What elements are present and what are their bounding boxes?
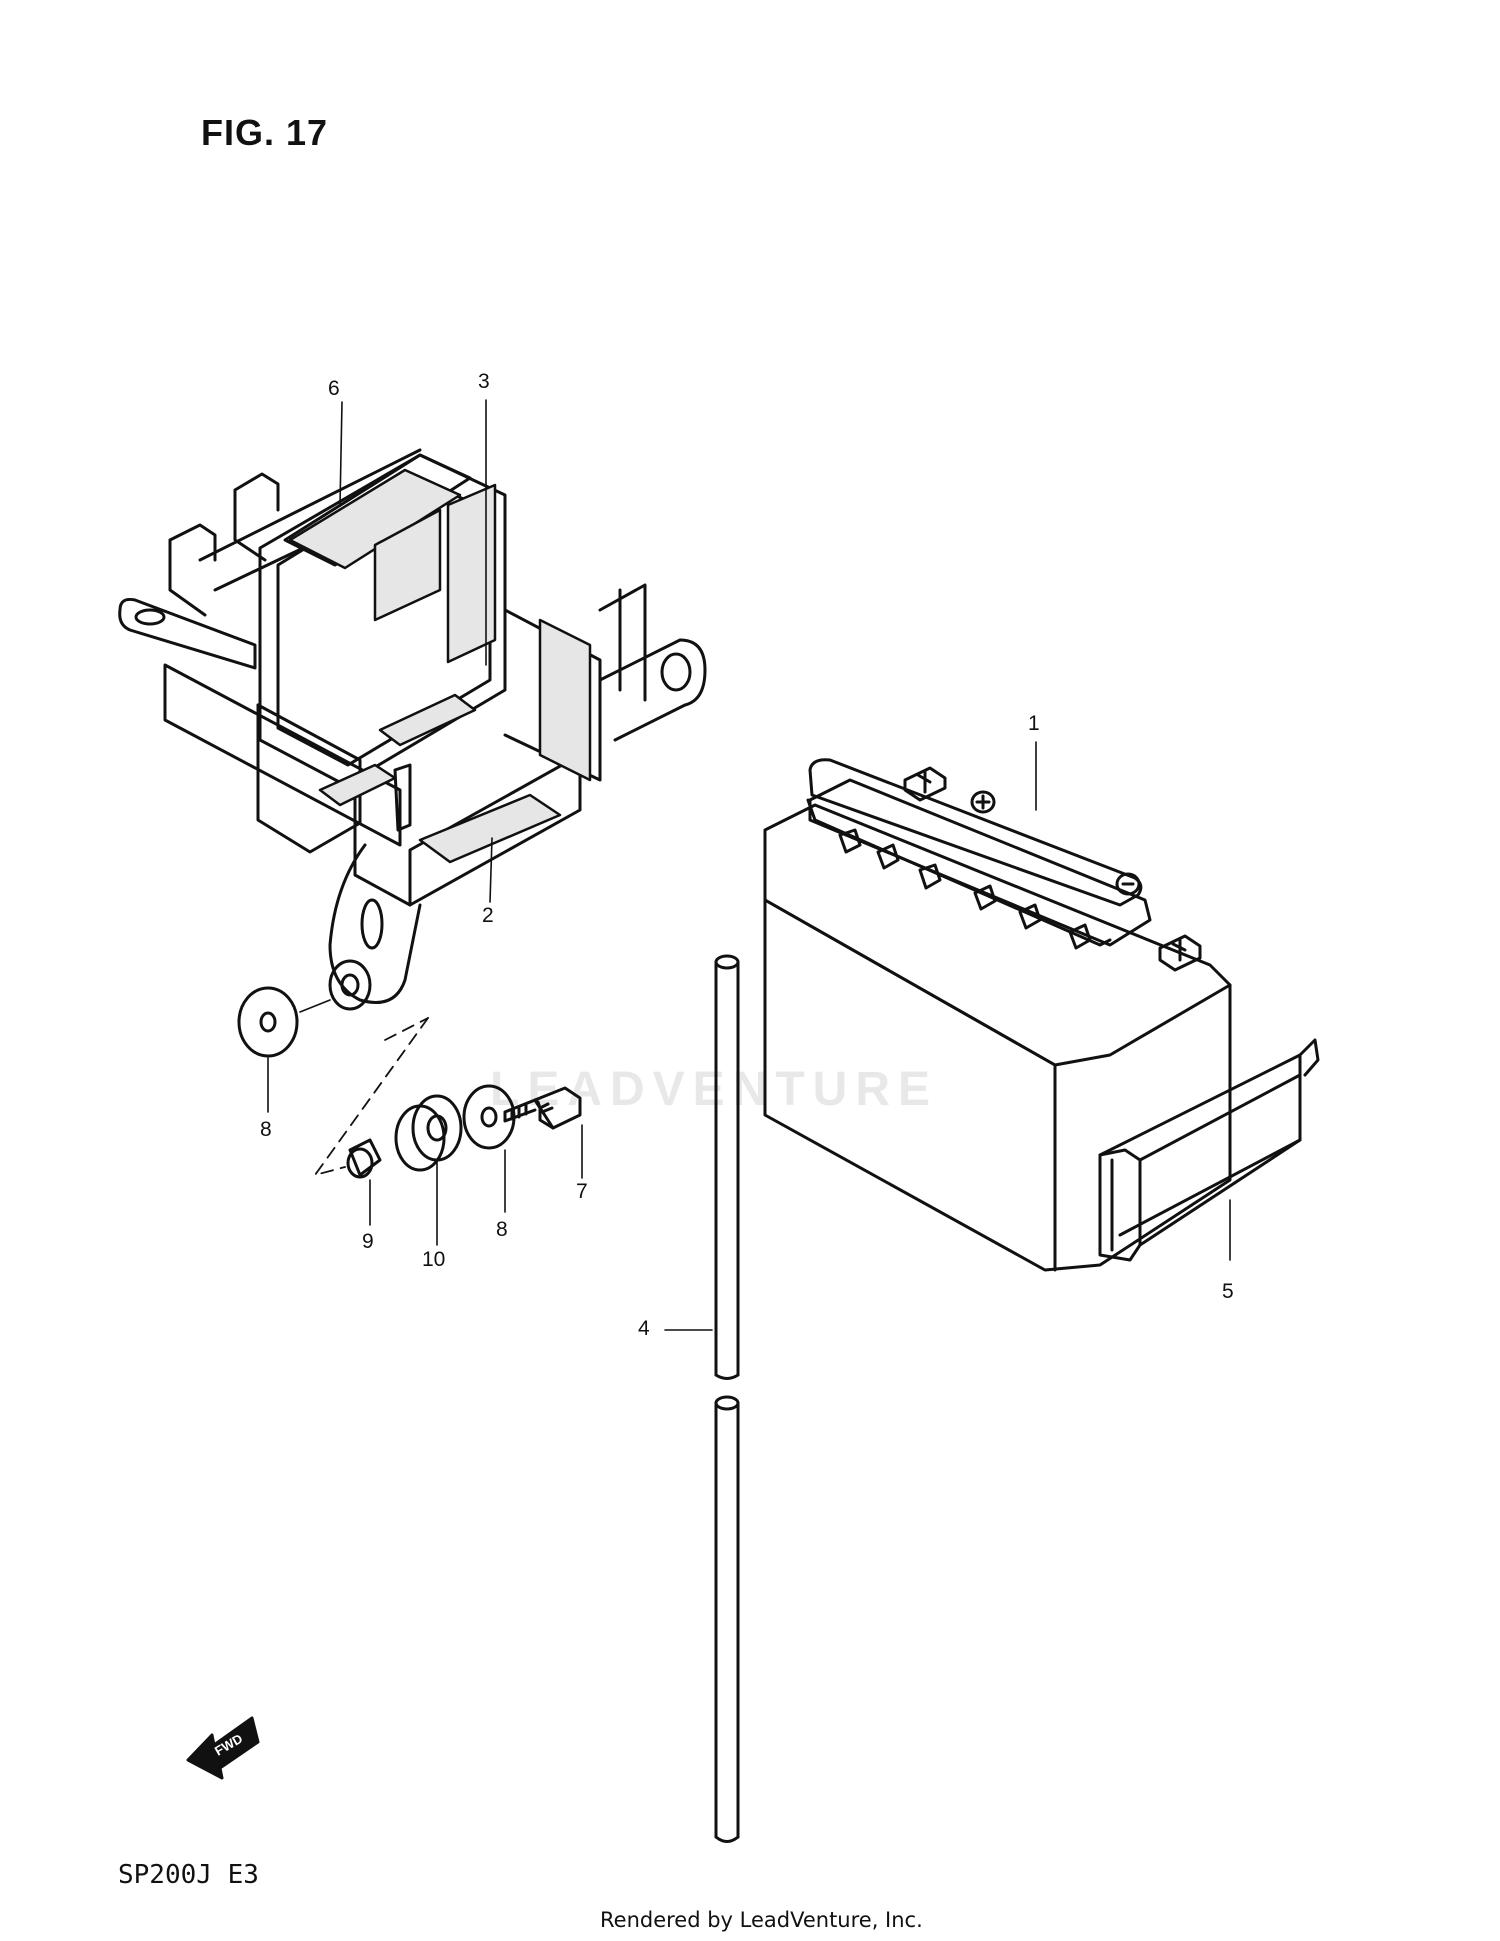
callout-2: 2 (482, 904, 494, 927)
callout-4: 4 (638, 1317, 650, 1340)
callout-10: 10 (422, 1248, 446, 1271)
fwd-arrow-icon: FWD (186, 1716, 260, 1780)
washer-8-upper (237, 986, 331, 1058)
figure-title: FIG. 17 (201, 112, 329, 153)
callout-5: 5 (1222, 1280, 1234, 1303)
leader-2 (489, 837, 493, 903)
callout-8-upper: 8 (260, 1118, 272, 1141)
callout-7: 7 (576, 1180, 588, 1203)
callout-1: 1 (1028, 712, 1040, 735)
battery-band (1098, 1038, 1320, 1262)
breather-tube (714, 954, 740, 1843)
grommet-10 (394, 1094, 463, 1172)
collar-9 (346, 1138, 382, 1179)
battery-holder-bracket (118, 448, 707, 1011)
callout-8-lower: 8 (496, 1218, 508, 1241)
leader-6 (339, 401, 343, 506)
callout-6: 6 (328, 377, 340, 400)
render-credit: Rendered by LeadVenture, Inc. (600, 1908, 923, 1932)
bolt-7 (503, 1086, 582, 1130)
callout-3: 3 (478, 370, 490, 393)
battery (763, 758, 1232, 1272)
model-code: SP200J E3 (118, 1860, 259, 1890)
callout-9: 9 (362, 1230, 374, 1253)
